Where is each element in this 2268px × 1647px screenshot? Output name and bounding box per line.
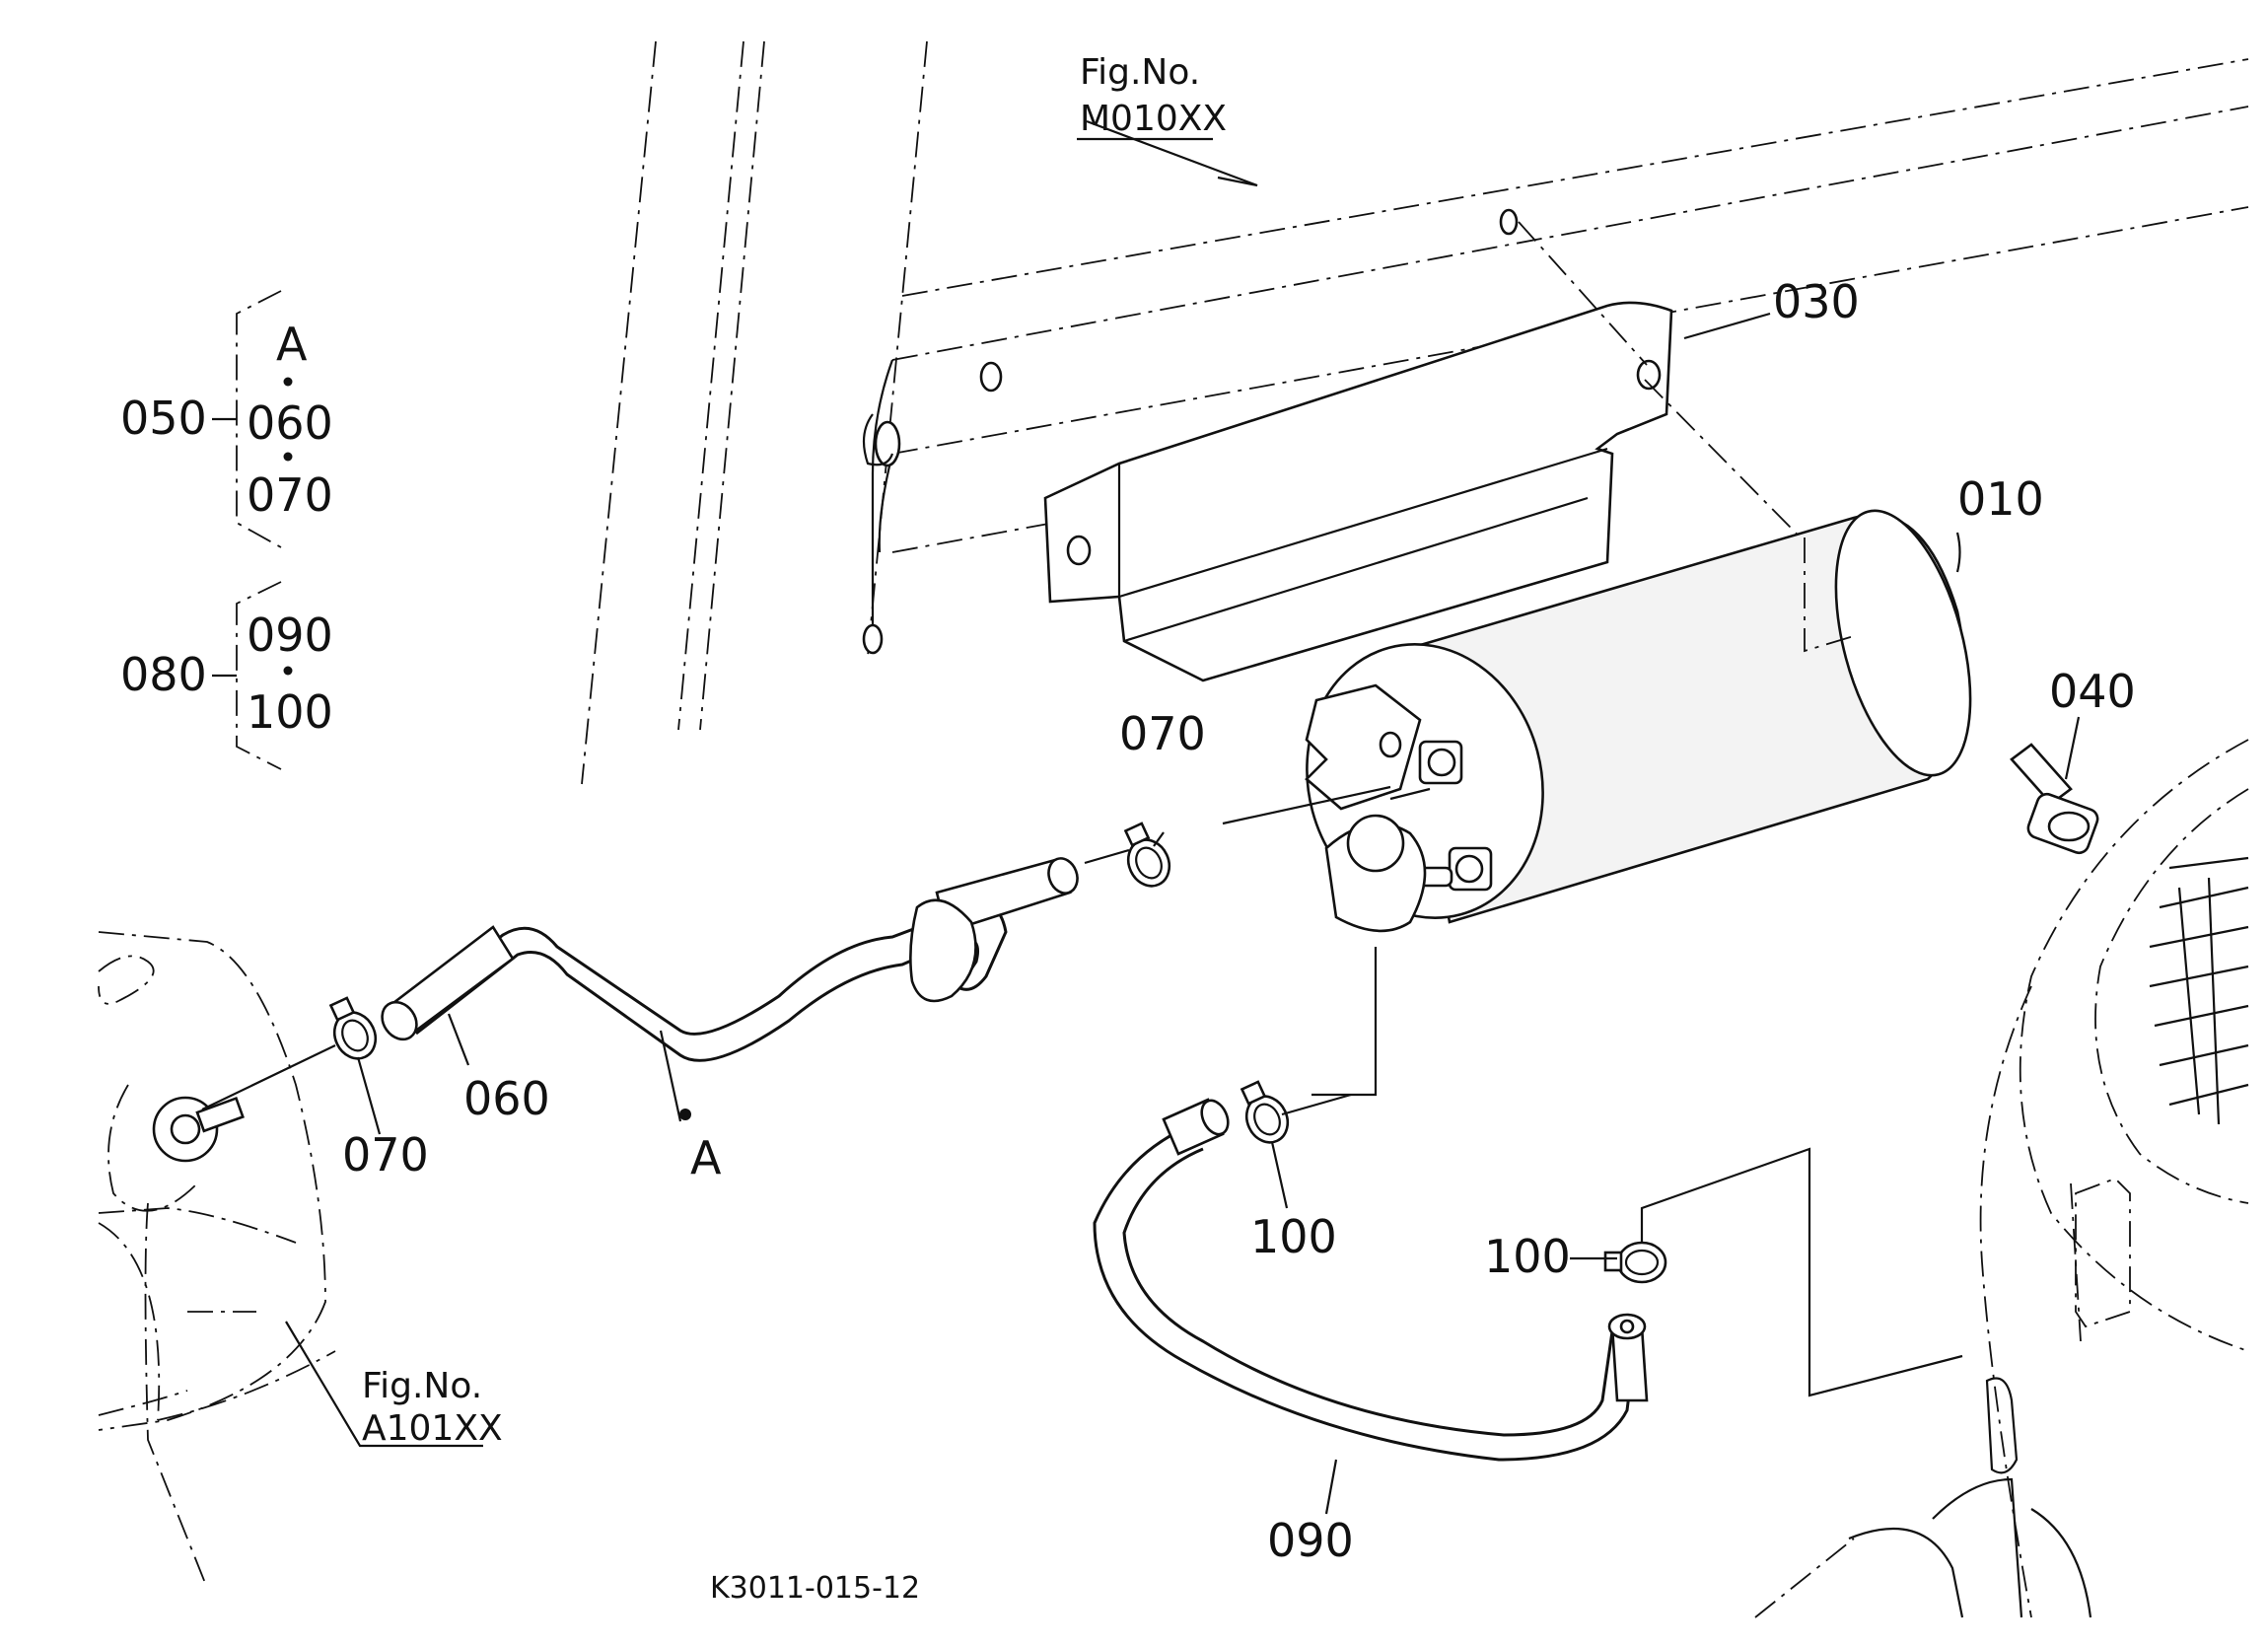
tank-nipple <box>152 1096 245 1163</box>
assembly-050-number: 050 <box>120 392 207 445</box>
assembly-080-member-090: 090 <box>247 609 333 662</box>
drawing-code: K3011-015-12 <box>710 1571 920 1606</box>
callout-100-mid: 100 <box>1250 1210 1337 1263</box>
fig-ref-bottom-line1: Fig.No. <box>362 1366 482 1406</box>
frame-phantom-lines <box>581 40 2249 785</box>
callout-060: 060 <box>463 1072 550 1125</box>
callout-030: 030 <box>1773 275 1860 328</box>
fuel-tank-outline <box>98 931 336 1589</box>
assembly-bracket-050 <box>212 290 282 548</box>
clamp-100-mid <box>1240 1080 1290 1144</box>
leader-lines <box>285 119 2081 1515</box>
callout-100-right: 100 <box>1484 1230 1571 1283</box>
assembly-080-member-100: 100 <box>247 685 333 739</box>
assembly-050-member-070: 070 <box>247 468 333 522</box>
hose-090 <box>1093 1093 1963 1462</box>
charcoal-canister-010 <box>1305 509 1972 1097</box>
clamp-070-left <box>328 996 378 1060</box>
assembly-050-member-060: 060 <box>247 396 333 450</box>
callout-070-top: 070 <box>1119 707 1206 760</box>
callout-090: 090 <box>1267 1514 1354 1567</box>
callout-040: 040 <box>2049 665 2136 718</box>
bracket-030 <box>1043 221 1855 682</box>
assembly-080-number: 080 <box>120 648 207 701</box>
clamp-100-right <box>1603 1241 1667 1284</box>
callout-point-a: A <box>690 1131 722 1184</box>
fig-ref-top-line1: Fig.No. <box>1080 52 1200 93</box>
bolt-040 <box>2010 743 2099 855</box>
fig-ref-bottom-line2: A101XX <box>362 1408 503 1449</box>
callout-070-left: 070 <box>342 1128 429 1182</box>
hose-060 <box>201 785 1391 1110</box>
point-a-dot <box>679 1109 691 1120</box>
assembly-bracket-080 <box>212 581 282 770</box>
engine-outline <box>1754 739 2249 1618</box>
fig-ref-top-line2: M010XX <box>1080 99 1227 139</box>
callout-010: 010 <box>1957 472 2044 526</box>
assembly-050-member-a: A <box>276 318 308 371</box>
clamp-070-top <box>1123 822 1171 888</box>
